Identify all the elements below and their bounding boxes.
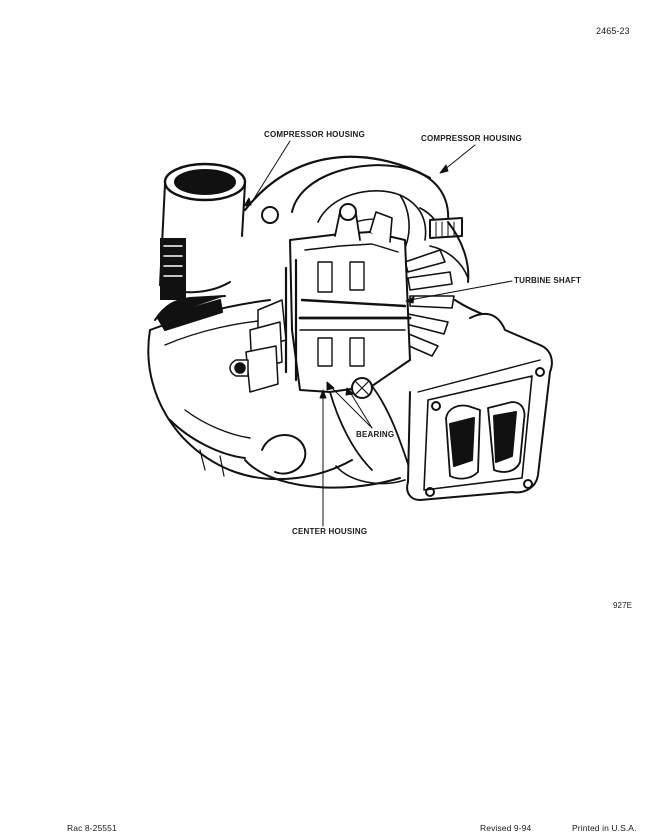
footer-center: Revised 9-94	[480, 823, 532, 833]
center-housing	[284, 203, 412, 471]
footer-right: Printed in U.S.A.	[572, 823, 637, 833]
compressor-scroll	[147, 155, 432, 481]
figure-code: 927E	[613, 601, 633, 610]
label-turbine-shaft: TURBINE SHAFT	[514, 276, 582, 285]
label-compressor-housing-right: COMPRESSOR HOUSING	[421, 134, 522, 143]
document-number: 2465-23	[596, 26, 630, 36]
turbine-outlet-flange	[335, 312, 553, 501]
turbine-housing-outline	[244, 459, 401, 489]
label-center-housing: CENTER HOUSING	[292, 527, 368, 536]
label-compressor-housing-left: COMPRESSOR HOUSING	[264, 130, 365, 139]
leader-lines	[243, 140, 513, 527]
compressor-inlet	[159, 162, 247, 300]
footer-left: Rac 8-25551	[67, 823, 117, 833]
label-bearing: BEARING	[356, 430, 395, 439]
compressor-wheel	[229, 299, 287, 393]
